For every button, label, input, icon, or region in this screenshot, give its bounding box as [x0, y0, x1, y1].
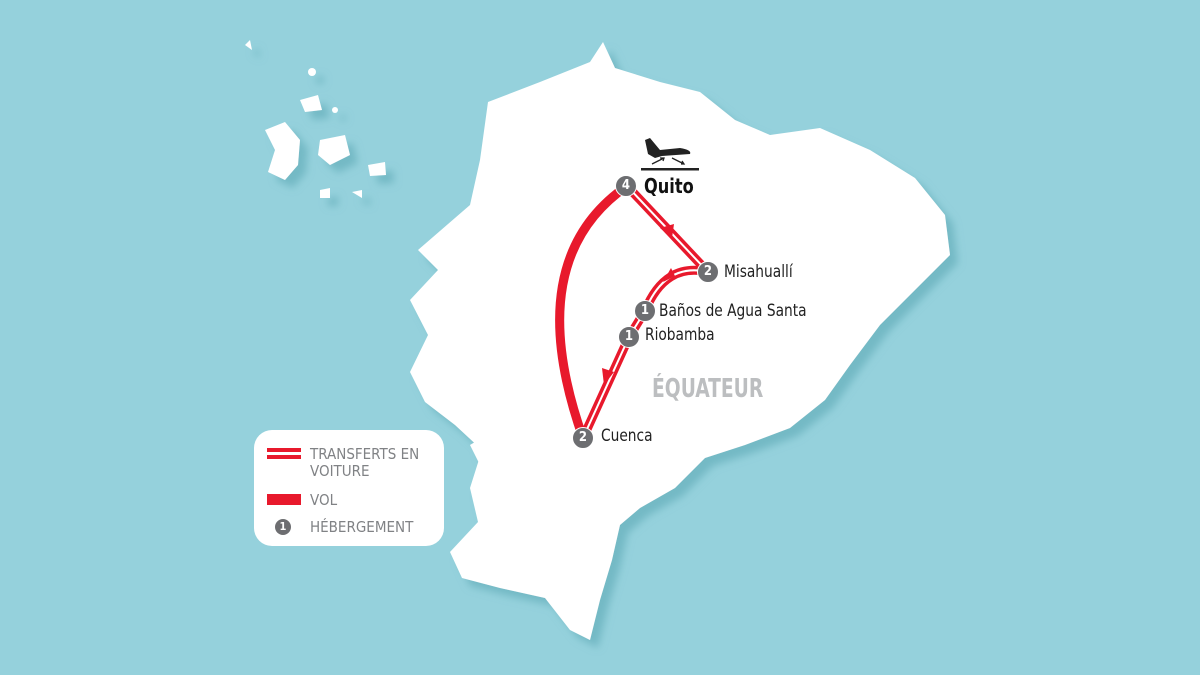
galapagos-floreana [320, 188, 330, 198]
land-mass [245, 40, 950, 640]
galapagos-isabela [265, 122, 300, 180]
legend-lodging: HÉBERGEMENT [310, 518, 414, 536]
galapagos-espanola [352, 190, 362, 198]
lodging-badge-riobamba: 1 [618, 326, 640, 348]
city-label-cuenca: Cuenca [601, 426, 653, 446]
lodging-badge-banos: 1 [634, 300, 656, 322]
airplane-arrivals-icon [641, 138, 699, 171]
flight-route-quito-cuenca [555, 182, 630, 440]
lodging-badge-misahualli: 2 [697, 261, 719, 283]
map-legend: TRANSFERTS EN VOITURE VOL 1 HÉBERGEMENT [254, 430, 444, 546]
country-label: ÉQUATEUR [652, 374, 764, 404]
car-arrow-icon [663, 268, 675, 282]
car-arrow-icon [602, 368, 614, 385]
flight-arrow-icon [538, 298, 550, 310]
galapagos-santiago [300, 95, 322, 112]
city-label-banos: Baños de Agua Santa [659, 301, 807, 321]
legend-lodging-badge: 1 [275, 519, 291, 535]
ecuador-mainland [410, 42, 950, 640]
legend-flight: VOL [310, 491, 338, 509]
galapagos-sancristobal [368, 162, 386, 176]
car-transfer-swatch [267, 448, 301, 452]
galapagos-santacruz [318, 135, 350, 165]
car-arrow-icon [660, 224, 674, 238]
galapagos-islet [332, 107, 338, 113]
city-label-riobamba: Riobamba [645, 325, 715, 345]
city-label-misahualli: Misahuallí [724, 262, 793, 282]
legend-car-transfer: TRANSFERTS EN VOITURE [310, 445, 420, 480]
galapagos-islet [308, 68, 316, 76]
flight-swatch [267, 494, 301, 505]
island-puna [470, 430, 500, 465]
galapagos-fernandina [245, 40, 252, 50]
city-label-quito: Quito [644, 174, 694, 198]
lodging-badge-quito: 4 [615, 175, 637, 197]
lodging-badge-cuenca: 2 [572, 427, 594, 449]
